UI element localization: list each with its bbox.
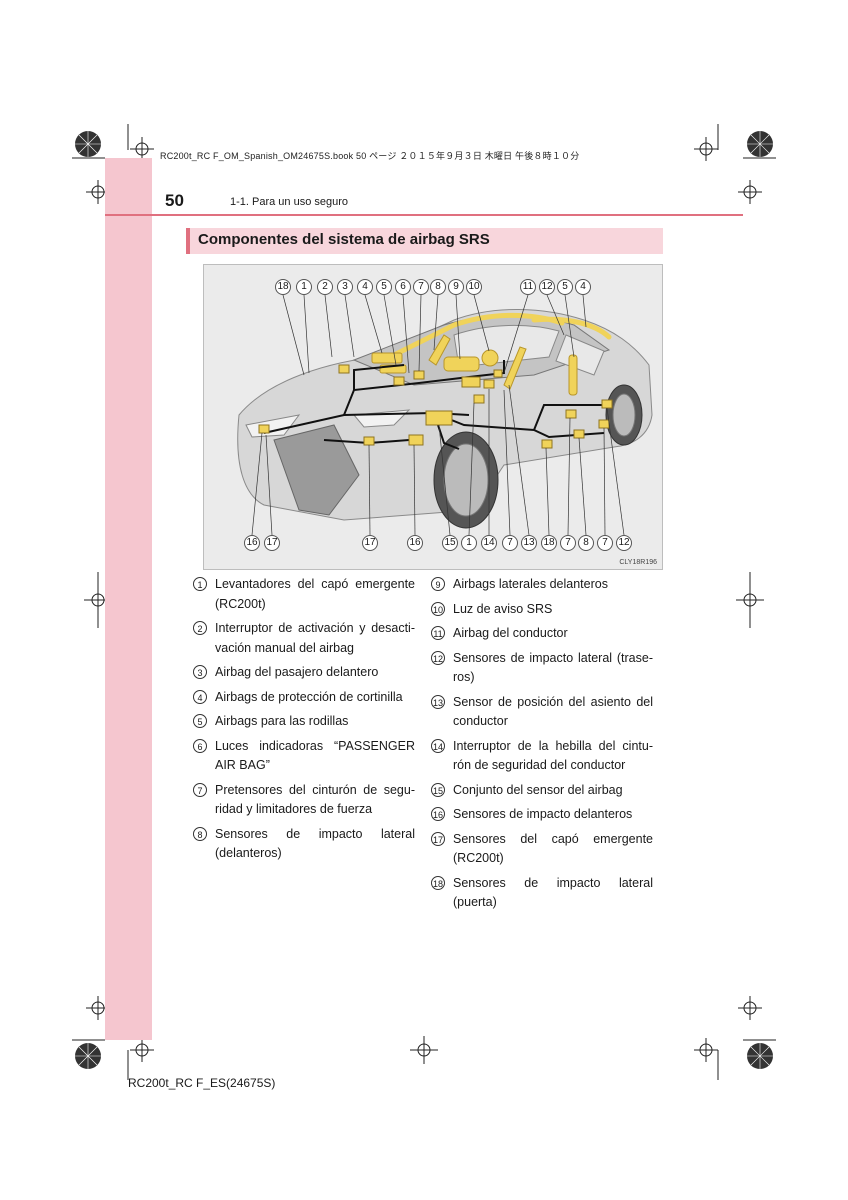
callout-label: 14 [481,535,497,551]
callout-label: 5 [376,279,392,295]
callout-label: 7 [413,279,429,295]
callout-label: 8 [578,535,594,551]
item-text: Airbag del pasajero delantero [215,665,379,679]
item-text: Sensores de impacto lateral (puerta) [453,875,653,910]
callout-label: 17 [362,535,378,551]
header-rule [105,214,743,216]
item-text: Sensor de posición del asiento del condu… [453,694,653,729]
item-text: Conjunto del sensor del airbag [453,782,623,797]
callout-label: 2 [317,279,333,295]
callout-label: 7 [560,535,576,551]
print-info: RC200t_RC F_OM_Spanish_OM24675S.book 50 … [160,151,580,161]
item-number: 14 [431,738,445,753]
component-list-right: 9 Airbags laterales delanteros 10 Luz de a… [431,575,653,918]
section-heading-bar [186,228,663,254]
callout-label: 1 [461,535,477,551]
callout-label: 7 [597,535,613,551]
item-text: Airbags para las rodillas [215,714,349,728]
callout-label: 15 [442,535,458,551]
item-number: 11 [431,626,445,640]
item-number: 15 [431,782,445,797]
item-number: 8 [193,826,207,841]
callout-label: 11 [520,279,536,295]
item-number: 5 [193,714,207,728]
callout-label: 18 [541,535,557,551]
item-text: Levantadores del capó emergente (RC200t) [215,577,415,611]
item-text: Interruptor de activación y desacti-vaci… [215,621,415,655]
figure-code: CLY18R196 [619,559,657,566]
item-number: 1 [193,577,207,591]
list-item: 12 Sensores de impacto lateral (trase-ros… [431,649,653,688]
item-text: Pretensores del cinturón de segu-ridad y… [215,782,415,817]
callout-label: 8 [430,279,446,295]
callout-label: 4 [357,279,373,295]
item-number: 17 [431,831,445,846]
item-number: 13 [431,694,445,709]
list-item: 15 Conjunto del sensor del airbag [431,781,653,801]
item-text: Airbags de protección de cortinilla [215,689,403,704]
list-item: 4 Airbags de protección de cortinilla [193,688,415,708]
section-title: Componentes del sistema de airbag SRS [198,231,490,248]
item-text: Luces indicadoras “PASSENGER AIR BAG” [215,738,415,773]
callout-label: 12 [539,279,555,295]
callout-label: 7 [502,535,518,551]
callout-label: 10 [466,279,482,295]
list-item: 8 Sensores de impacto lateral (delanteros… [193,825,415,864]
list-item: 9 Airbags laterales delanteros [431,575,653,595]
callout-label: 12 [616,535,632,551]
item-number: 7 [193,782,207,797]
item-number: 9 [431,577,445,591]
item-text: Sensores de impacto lateral (trase-ros) [453,650,653,685]
component-list-left: 1 Levantadores del capó emergente (RC200t… [193,575,415,869]
list-item: 16 Sensores de impacto delanteros [431,805,653,825]
list-item: 18 Sensores de impacto lateral (puerta) [431,874,653,913]
callout-label: 16 [407,535,423,551]
car-illustration [237,294,653,536]
item-number: 10 [431,601,445,616]
callout-label: 5 [557,279,573,295]
list-item: 11 Airbag del conductor [431,624,653,644]
item-number: 2 [193,621,207,635]
callout-label: 17 [264,535,280,551]
item-text: Airbag del conductor [453,626,568,640]
side-tab-bar [105,158,152,1040]
item-number: 4 [193,689,207,704]
list-item: 13 Sensor de posición del asiento del con… [431,693,653,732]
callout-label: 6 [395,279,411,295]
list-item: 3 Airbag del pasajero delantero [193,663,415,683]
item-text: Sensores de impacto delanteros [453,807,633,821]
callout-label: 3 [337,279,353,295]
item-number: 3 [193,665,207,679]
chapter-title: 1-1. Para un uso seguro [230,196,349,208]
list-item: 14 Interruptor de la hebilla del cintu-ró… [431,737,653,776]
page-number: 50 [165,191,184,210]
item-text: Sensores de impacto lateral (delanteros) [215,826,415,861]
item-number: 12 [431,650,445,665]
list-item: 10 Luz de aviso SRS [431,600,653,620]
list-item: 2 Interruptor de activación y desacti-vac… [193,619,415,658]
item-number: 18 [431,875,445,890]
list-item: 17 Sensores del capó emergente (RC200t) [431,830,653,869]
item-number: 6 [193,738,207,753]
item-text: Interruptor de la hebilla del cintu-rón … [453,738,653,773]
item-text: Sensores del capó emergente (RC200t) [453,831,653,866]
item-number: 16 [431,807,445,821]
item-text: Luz de aviso SRS [453,601,553,616]
callout-label: 16 [244,535,260,551]
callout-label: 13 [521,535,537,551]
model-code-footer: RC200t_RC F_ES(24675S) [128,1076,276,1090]
callout-label: 1 [296,279,312,295]
list-item: 7 Pretensores del cinturón de segu-ridad … [193,781,415,820]
list-item: 5 Airbags para las rodillas [193,712,415,732]
item-text: Airbags laterales delanteros [453,577,608,591]
list-item: 6 Luces indicadoras “PASSENGER AIR BAG” [193,737,415,776]
list-item: 1 Levantadores del capó emergente (RC200t… [193,575,415,614]
callout-label: 4 [575,279,591,295]
callout-label: 9 [448,279,464,295]
callout-label: 18 [275,279,291,295]
airbag-diagram: 18 1 2 3 4 5 6 7 8 9 10 11 12 5 4 16 17 … [203,264,663,570]
